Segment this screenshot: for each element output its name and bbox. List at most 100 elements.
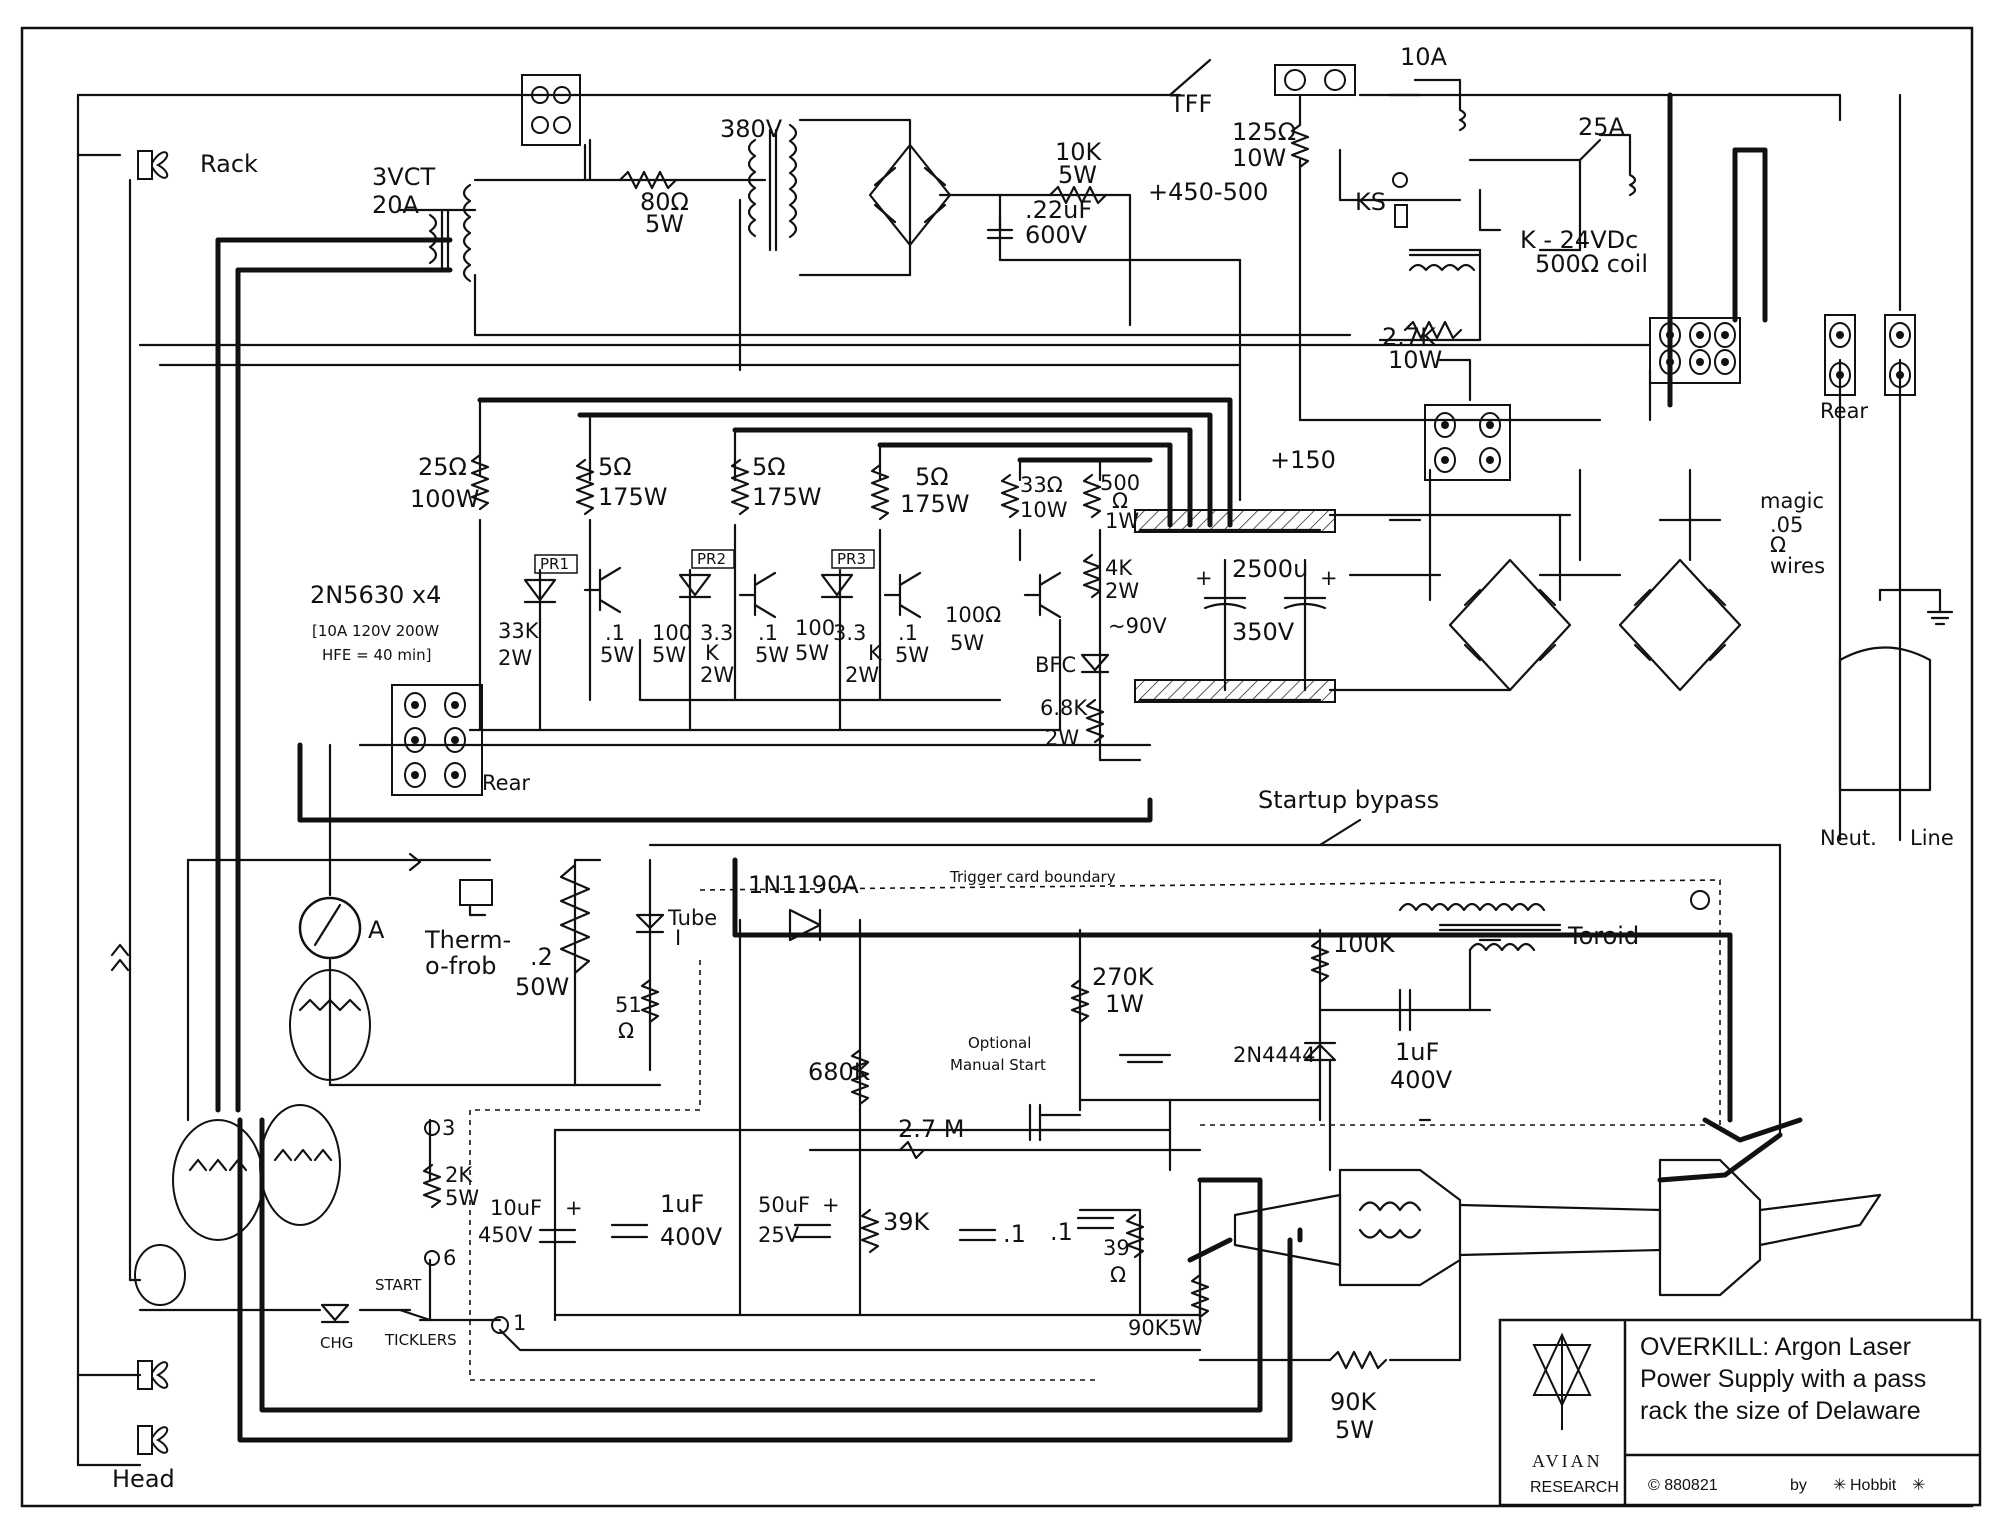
transistor-spec-1: [10A 120V 200W [312, 622, 439, 640]
r39-value: 39 [1103, 1236, 1130, 1260]
title-line-2: Power Supply with a pass [1640, 1365, 1926, 1393]
r680k-resistor [850, 1048, 870, 1106]
cap1uf-a-value: 1uF [1395, 1038, 1439, 1066]
avian-research-logo-icon [1532, 1332, 1592, 1430]
title-line-3: rack the size of Delaware [1640, 1397, 1921, 1425]
cap50uf [793, 1223, 832, 1239]
cap01a [958, 1228, 997, 1242]
startup-bypass-switch [1318, 818, 1362, 847]
r10k-value: 10K [1055, 138, 1103, 166]
r33ka-k: K [705, 641, 720, 665]
line-cord-plug [1838, 588, 1954, 792]
start-label: START [375, 1276, 422, 1294]
magic-label-2: .05 [1770, 513, 1803, 537]
driver-transistor [1023, 571, 1062, 619]
r4k-value: 4K [1105, 556, 1133, 580]
r51-resistor [640, 978, 660, 1024]
line-label: Line [1910, 826, 1954, 850]
relay-25a [1578, 133, 1637, 197]
tube-i-label-1: Tube [667, 906, 717, 930]
pr2-box [691, 549, 735, 569]
manual-start-button[interactable] [1118, 1053, 1172, 1064]
heatsink-1 [172, 1119, 264, 1241]
ammeter-label: A [368, 916, 385, 944]
r100b-wattage: 5W [795, 641, 829, 665]
thermofrob-sensor [459, 879, 493, 917]
cap1uf-b-voltage: 400V [660, 1223, 723, 1251]
magic-label-1: magic [1760, 489, 1824, 513]
toroid-node [1690, 890, 1710, 910]
r39-resistor [1125, 1213, 1145, 1259]
r90k-wattage: 5W [1335, 1416, 1374, 1444]
r80-resistor [618, 170, 678, 190]
chg-label: CHG [320, 1334, 353, 1352]
start-tickler-switch[interactable] [398, 1308, 432, 1322]
r5b-value: 5Ω [752, 453, 786, 481]
pr1-label: PR1 [540, 555, 569, 573]
transformer-20a-label: 20A [372, 191, 420, 219]
r33kb-wattage: 2W [845, 663, 879, 687]
trigger-boundary-left [469, 960, 1100, 1381]
r33kb-value: 3.3 [833, 621, 866, 645]
toroid-transformer [1398, 902, 1562, 952]
tube-i-led [635, 913, 665, 934]
neut-label: Neut. [1820, 826, 1877, 850]
r90k-resistor-b [1328, 1350, 1388, 1370]
bfc-zener [1080, 653, 1110, 674]
heatsink-2 [259, 1104, 341, 1226]
r33-value: 33Ω [1020, 473, 1063, 497]
rear-connector-block-left [391, 684, 483, 796]
relay-coil [1408, 263, 1476, 272]
r500-resistor [1082, 473, 1102, 519]
cap10uf-voltage: 450V [478, 1223, 533, 1247]
r90k-value: 90K [1330, 1388, 1378, 1416]
r90k5w-resistor-a [1190, 1273, 1210, 1319]
filament-transformer [428, 183, 472, 283]
pin1-label: 1 [513, 1311, 526, 1335]
r4k-wattage: 2W [1105, 579, 1139, 603]
transistor-spec-2: HFE = 40 min] [322, 646, 431, 664]
r51-ohm: Ω [618, 1019, 634, 1043]
hv-transformer [747, 123, 798, 252]
r80-value: 80Ω [640, 188, 689, 216]
thermofrob-label-1: Therm- [424, 926, 511, 954]
cap50uf-voltage: 25V [758, 1223, 800, 1247]
rear-connector-block-top [1649, 317, 1741, 384]
pin3-node [424, 1120, 440, 1136]
logo-word: AVIAN [1532, 1451, 1603, 1471]
r500-value: 500 [1100, 471, 1140, 495]
r125-resistor [1290, 123, 1310, 169]
r1b-value: .1 [758, 621, 778, 645]
meter-shunt [289, 969, 371, 1081]
pr1-box [534, 554, 578, 574]
r270k-wattage: 1W [1105, 990, 1144, 1018]
magic-label-3: Ω [1770, 533, 1786, 557]
tff-switch [1168, 58, 1212, 97]
v90-label: ~90V [1108, 614, 1167, 638]
cap10uf-value: 10uF [490, 1196, 542, 1220]
rack-label: Rack [200, 150, 258, 178]
rear-line-connector [1824, 314, 1916, 396]
r5b-wattage: 175W [752, 483, 822, 511]
r33-wattage: 10W [1020, 498, 1068, 522]
relay-connector-block [1424, 404, 1511, 481]
r90k5w-label: 90K5W [1128, 1316, 1203, 1340]
relay-coil-label: 500Ω coil [1535, 250, 1648, 278]
toroid-label: Toroid [1567, 922, 1639, 950]
r25-wattage: 100W [410, 485, 480, 513]
r5c-resistor [870, 463, 890, 521]
r02-wattage: 50W [515, 973, 569, 1001]
cap1uf-lower [610, 1223, 649, 1239]
r500-wattage: 1W [1105, 509, 1139, 533]
r100a-wattage: 5W [652, 643, 686, 667]
scr-2n4444-label: 2N4444 [1233, 1043, 1316, 1067]
r27k-resistor [1403, 320, 1463, 340]
hv-bridge-rectifier [868, 143, 952, 247]
r100c-value: 100Ω [945, 603, 1001, 627]
cap10uf [538, 1228, 577, 1244]
r5a-resistor [575, 458, 595, 516]
fuse25a-label: 25A [1578, 113, 1626, 141]
pin1-node [491, 1316, 509, 1334]
cap1uf-b-value: 1uF [660, 1190, 704, 1218]
